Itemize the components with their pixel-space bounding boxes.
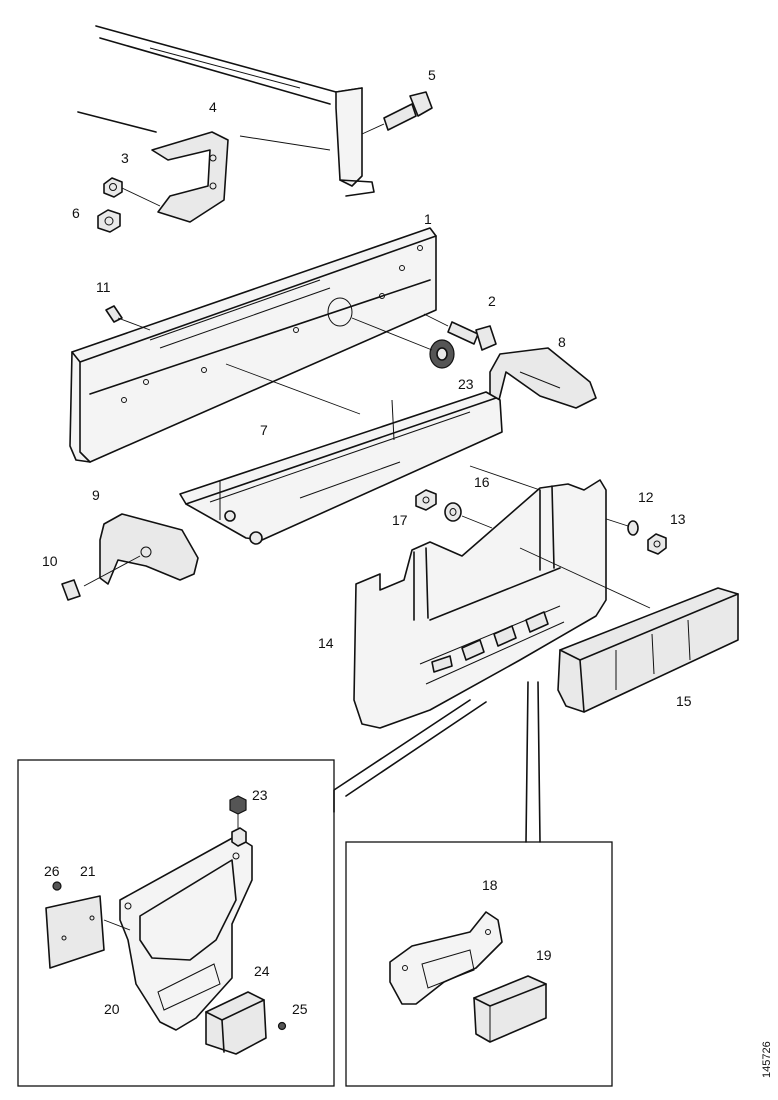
callout-10: 10	[42, 553, 58, 569]
callout-26: 26	[44, 863, 60, 879]
chassis-frame	[77, 25, 375, 197]
callout-20: 20	[104, 1001, 120, 1017]
callout-12: 12	[638, 489, 654, 505]
part-2-bolt	[423, 313, 497, 351]
part-16-washer	[444, 502, 493, 529]
part-24-block	[205, 991, 267, 1055]
callout-4: 4	[209, 99, 217, 115]
part-1-crossmember	[69, 227, 437, 463]
part-7-cover	[179, 391, 503, 545]
part-18-bracket	[389, 911, 503, 1005]
part-4-bracket	[151, 131, 229, 223]
callout-labels: 5 4 3 6 1 11 2 8 23 7 16 9 12 17 13 10 1…	[42, 67, 692, 1017]
reference-number: 145726	[761, 1041, 773, 1078]
callout-19: 19	[536, 947, 552, 963]
callout-23b: 23	[252, 787, 268, 803]
callout-9: 9	[92, 487, 100, 503]
callout-7: 7	[260, 422, 268, 438]
callout-8: 8	[558, 334, 566, 350]
part-26-screw	[52, 881, 62, 891]
part-3-nut	[103, 177, 161, 207]
callout-2: 2	[488, 293, 496, 309]
callout-18: 18	[482, 877, 498, 893]
part-20-frame	[119, 835, 253, 1031]
detail-box-left	[17, 759, 335, 1087]
part-23b-nut	[229, 795, 247, 847]
callout-17: 17	[392, 512, 408, 528]
part-10-bolt	[61, 579, 81, 601]
callout-21: 21	[80, 863, 96, 879]
part-8-end-cap	[489, 347, 597, 409]
part-14-panel	[353, 465, 651, 729]
callout-13: 13	[670, 511, 686, 527]
callout-1: 1	[424, 211, 432, 227]
part-17-nut	[415, 489, 437, 511]
part-11-bolt	[105, 305, 151, 331]
callout-5: 5	[428, 67, 436, 83]
callout-24: 24	[254, 963, 270, 979]
callout-11: 11	[96, 279, 111, 295]
part-15-lamp	[557, 587, 739, 713]
part-25-screw	[277, 1021, 287, 1031]
callout-15: 15	[676, 693, 692, 709]
part-6-nut	[97, 209, 121, 233]
callout-23a: 23	[458, 376, 474, 392]
part-5-bolt	[361, 91, 433, 135]
detail-box-right	[345, 841, 613, 1087]
callout-14: 14	[318, 635, 334, 651]
callout-3: 3	[121, 150, 129, 166]
part-13-nut	[647, 533, 667, 555]
part-9-side-bracket	[83, 513, 199, 587]
callout-16: 16	[474, 474, 490, 490]
callout-25: 25	[292, 1001, 308, 1017]
callout-6: 6	[72, 205, 80, 221]
part-21-plate	[45, 895, 131, 969]
part-19-pad	[473, 975, 547, 1043]
part-23-gear	[351, 317, 455, 369]
